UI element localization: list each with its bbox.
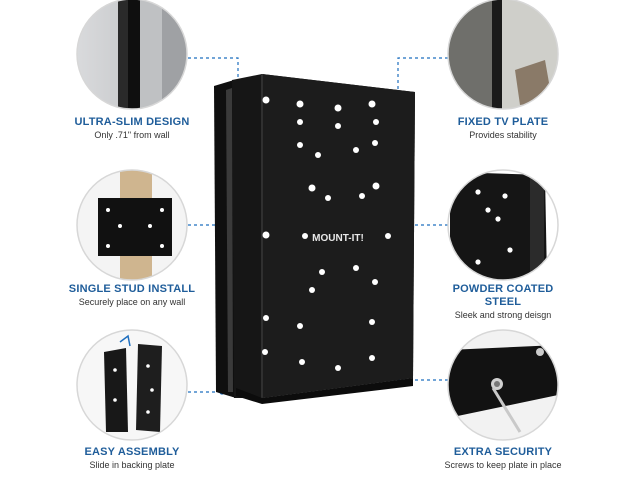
feature-title: SINGLE STUD INSTALL xyxy=(68,283,196,295)
feature-title: ULTRA-SLIM DESIGN xyxy=(74,116,190,128)
wall-mount-image: MOUNT-IT! xyxy=(214,74,415,404)
feature-ultra-slim: ULTRA-SLIM DESIGN Only .71" from wall xyxy=(47,116,217,141)
feature-description: Slide in backing plate xyxy=(89,460,175,470)
connector-fixed-plate xyxy=(397,57,448,144)
circle-easy-assembly xyxy=(76,329,188,441)
feature-description: Securely place on any wall xyxy=(78,297,186,307)
mount-holes xyxy=(262,96,391,371)
feature-description: Screws to keep plate in place xyxy=(444,460,562,470)
circle-ultra-slim xyxy=(76,0,188,110)
feature-easy-assembly: EASY ASSEMBLY Slide in backing plate xyxy=(47,446,217,471)
connector-extra-security xyxy=(389,370,448,381)
feature-description: Sleek and strong deisgn xyxy=(454,310,552,320)
brand-logo-text: MOUNT-IT! xyxy=(312,233,364,244)
feature-title: EXTRA SECURITY xyxy=(453,446,553,458)
feature-extra-security: EXTRA SECURITY Screws to keep plate in p… xyxy=(443,446,563,471)
mount-bottom-lip xyxy=(236,378,413,404)
feature-title: FIXED TV PLATE xyxy=(457,116,549,128)
circle-powder-coated xyxy=(447,169,559,281)
feature-title: EASY ASSEMBLY xyxy=(84,446,180,458)
feature-description: Only .71" from wall xyxy=(94,130,170,140)
circle-extra-security xyxy=(447,329,559,441)
circle-fixed-plate xyxy=(447,0,559,110)
wall-plate-edge xyxy=(226,88,233,392)
feature-fixed-plate: FIXED TV PLATE Provides stability xyxy=(418,116,588,141)
tv-plate-face xyxy=(262,74,415,398)
circle-single-stud xyxy=(76,169,188,281)
feature-single-stud: SINGLE STUD INSTALL Securely place on an… xyxy=(47,283,217,308)
feature-powder-coated: POWDER COATED STEEL Sleek and strong dei… xyxy=(433,283,573,321)
feature-description: Provides stability xyxy=(469,130,537,140)
feature-title: POWDER COATED STEEL xyxy=(452,283,554,308)
brand-logo: MOUNT-IT! xyxy=(312,233,364,244)
